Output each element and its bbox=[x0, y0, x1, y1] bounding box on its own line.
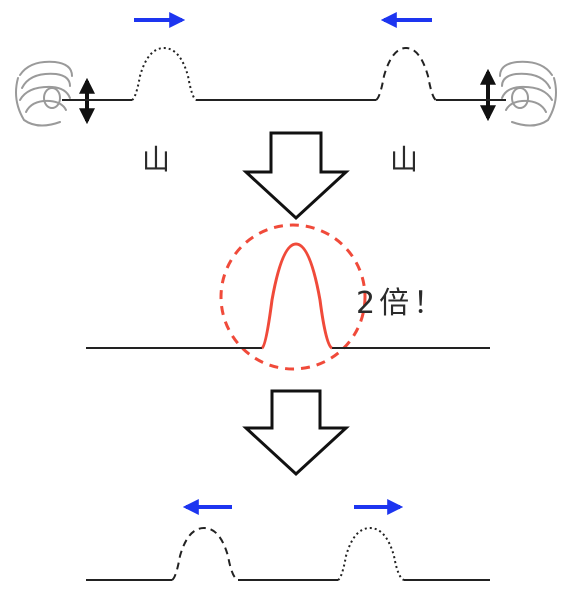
right-moving-pulse bbox=[337, 526, 405, 581]
combined-pulse bbox=[260, 242, 333, 350]
right-hand-icon bbox=[499, 60, 557, 127]
right-wave-label: 山 bbox=[390, 143, 419, 176]
left-moving-pulse bbox=[171, 526, 239, 581]
left-hand-icon bbox=[15, 60, 73, 127]
superposition-label: 2倍！ bbox=[356, 286, 448, 321]
left-pulse bbox=[131, 46, 197, 101]
down-arrow-outline-icon bbox=[242, 131, 350, 221]
down-arrow-outline-icon bbox=[242, 389, 350, 477]
highlight-circle bbox=[219, 223, 367, 371]
left-wave-label: 山 bbox=[142, 143, 171, 176]
right-pulse bbox=[375, 46, 437, 101]
